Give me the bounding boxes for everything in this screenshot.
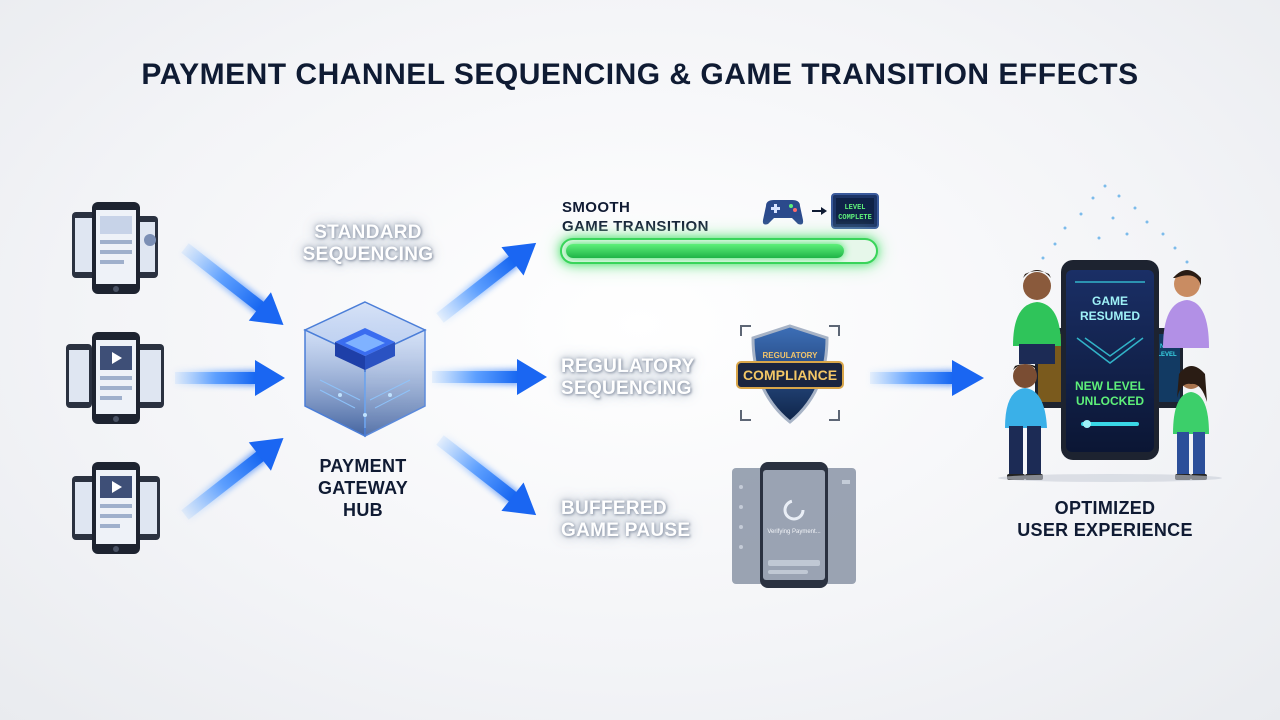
sparkle-dots bbox=[1041, 184, 1189, 264]
hub-line3: HUB bbox=[343, 500, 383, 520]
standard-line1: STANDARD bbox=[314, 222, 422, 243]
arrow-phone1-to-hub bbox=[180, 241, 284, 325]
arrow-hub-to-smooth bbox=[435, 242, 537, 325]
arrow-to-outcome bbox=[870, 360, 984, 396]
regulatory-line2: SEQUENCING bbox=[561, 378, 692, 399]
gamepad-icon bbox=[762, 200, 804, 225]
badge-line2: COMPLETE bbox=[838, 214, 872, 222]
regulatory-sequencing-label: REGULATORY SEQUENCING bbox=[561, 356, 695, 400]
arrow-hub-to-regulatory bbox=[432, 359, 547, 395]
hub-label: PAYMENT GATEWAY HUB bbox=[288, 455, 438, 521]
phone-stack-3 bbox=[72, 462, 160, 554]
hub-line1: PAYMENT bbox=[319, 456, 407, 476]
level-complete-badge: LEVEL COMPLETE bbox=[831, 193, 879, 229]
verifying-text: Verifying Payment... bbox=[767, 529, 821, 535]
transition-icons: LEVEL COMPLETE bbox=[762, 193, 879, 229]
spinner-icon bbox=[783, 499, 805, 521]
shield-top-text: REGULATORY bbox=[763, 351, 819, 360]
right-arrow-icon bbox=[812, 207, 827, 215]
happy-users-illustration: NEW LEVEL GAME RESUMED NEW LEVEL UNLOCKE… bbox=[998, 184, 1222, 482]
transition-progress-fill bbox=[566, 244, 844, 258]
smartphone-icon bbox=[66, 332, 164, 424]
standard-line2: SEQUENCING bbox=[302, 244, 434, 265]
standard-sequencing-label: STANDARD SEQUENCING bbox=[298, 222, 438, 266]
screen-line1: GAME bbox=[1092, 294, 1128, 308]
smooth-line1: SMOOTH bbox=[562, 199, 631, 216]
screen-line4: UNLOCKED bbox=[1076, 394, 1144, 408]
user-figure-3 bbox=[1005, 364, 1047, 480]
user-figure-1 bbox=[1013, 270, 1061, 364]
badge-line1: LEVEL bbox=[844, 204, 865, 212]
shield-icon: REGULATORY COMPLIANCE bbox=[736, 324, 844, 424]
smartphone-icon bbox=[72, 462, 160, 554]
arrow-hub-to-buffered bbox=[435, 433, 537, 516]
smooth-line2: GAME TRANSITION bbox=[562, 218, 709, 235]
outcome-line1: OPTIMIZED bbox=[1054, 498, 1156, 518]
side-screen-line2: LEVEL bbox=[1157, 352, 1177, 358]
smartphone-icon bbox=[72, 202, 158, 294]
buffered-line1: BUFFERED bbox=[561, 498, 667, 519]
regulatory-line1: REGULATORY bbox=[561, 356, 695, 377]
screen-line2: RESUMED bbox=[1080, 309, 1140, 323]
outcome-line2: USER EXPERIENCE bbox=[1017, 520, 1193, 540]
screen-line3: NEW LEVEL bbox=[1075, 379, 1145, 393]
phone-stack-1 bbox=[72, 202, 158, 294]
buffered-pause-label: BUFFERED GAME PAUSE bbox=[561, 498, 690, 542]
transition-progress-bar bbox=[560, 238, 878, 264]
phone-stack-2 bbox=[66, 332, 164, 424]
user-figure-4 bbox=[1173, 366, 1209, 480]
outcome-label: OPTIMIZED USER EXPERIENCE bbox=[990, 497, 1220, 541]
buffered-line2: GAME PAUSE bbox=[561, 520, 691, 541]
arrow-phone3-to-hub bbox=[180, 438, 284, 522]
cube-chip-icon bbox=[303, 301, 427, 438]
user-figure-2 bbox=[1163, 270, 1209, 348]
buffered-phone: Verifying Payment... bbox=[732, 462, 856, 588]
hub-line2: GATEWAY bbox=[317, 478, 409, 498]
page-title: PAYMENT CHANNEL SEQUENCING & GAME TRANSI… bbox=[141, 58, 1139, 91]
arrow-phone2-to-hub bbox=[175, 360, 285, 396]
smooth-transition-label: SMOOTH GAME TRANSITION bbox=[562, 198, 709, 236]
shield-main-text: COMPLIANCE bbox=[743, 367, 837, 383]
